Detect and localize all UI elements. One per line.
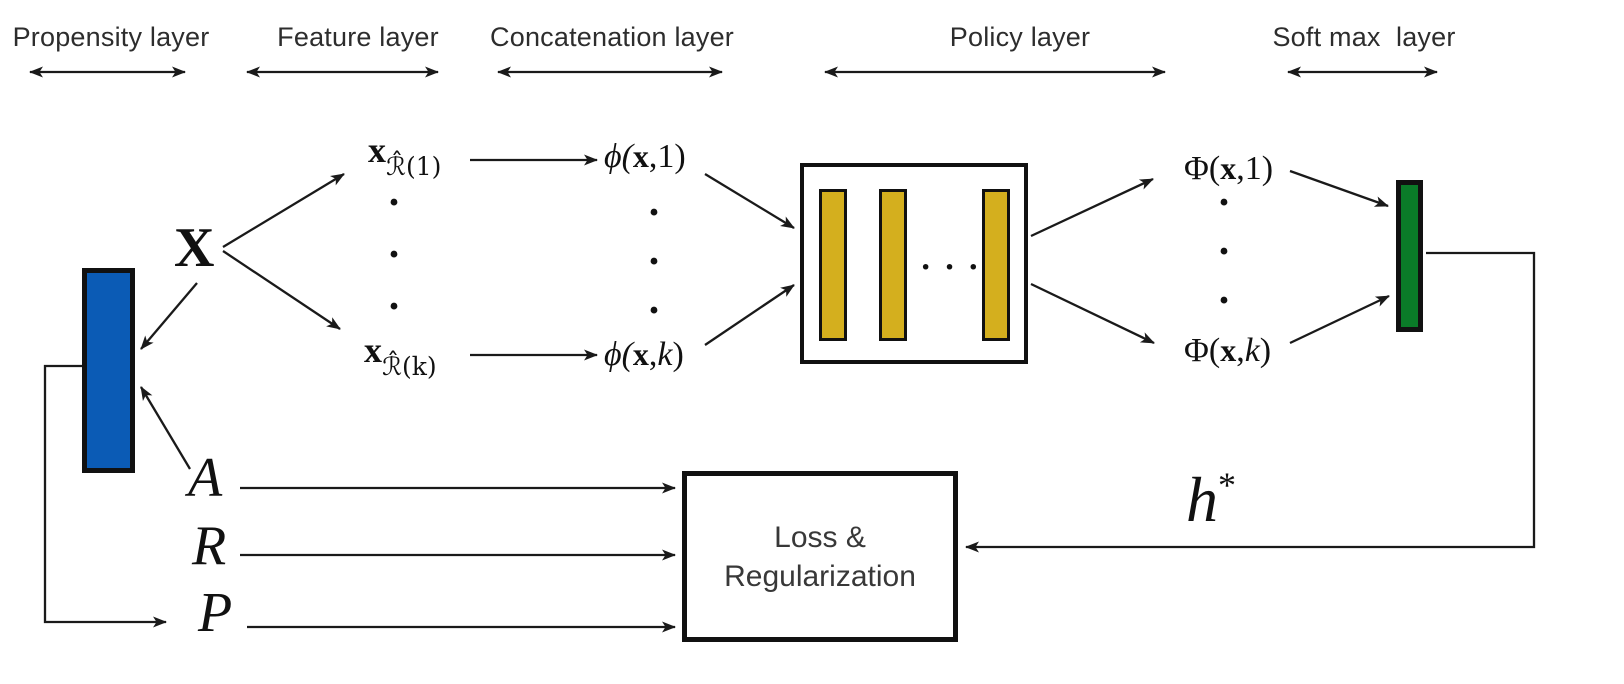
policy-box: · · · [800, 163, 1028, 364]
concatenation-layer-label: Concatenation layer [490, 22, 734, 52]
policy-ellipsis: · · · [920, 249, 982, 286]
propensity-score-label: P [198, 582, 233, 644]
loss-box: Loss & Regularization [682, 471, 958, 642]
softmax-box [1396, 180, 1423, 332]
feature-vector-k-sub: ℛ̂(k) [382, 352, 437, 381]
policy-output-ellipsis: ··· [1216, 180, 1231, 324]
loss-box-line2: Regularization [724, 559, 916, 593]
arrow-x-to-feature-bottom [222, 250, 341, 330]
reward-label: R [192, 515, 227, 577]
arrow-propensity-to-p [43, 364, 167, 628]
policy-bar [879, 189, 907, 341]
feature-vector-1-base: x [368, 130, 386, 170]
concat-node-1: ϕ(x,1) [604, 138, 686, 175]
policy-bar [982, 189, 1010, 341]
arrow-concat-top-to-policy [704, 173, 795, 229]
propensity-layer-label: Propensity layer [12, 22, 210, 52]
feature-vector-k-base: x [364, 330, 382, 370]
policy-output-node-k: Φ(x,k) [1184, 332, 1272, 369]
arrow-x-to-feature-top [222, 173, 345, 248]
action-label: A [188, 447, 223, 509]
feature-vector-1: xℛ̂(1) [368, 130, 441, 179]
arrow-policy-to-phi-bottom [1030, 282, 1155, 345]
concat-node-k: ϕ(x,k) [604, 336, 684, 373]
concat-ellipsis: ··· [646, 190, 661, 334]
policy-hstar-label: h* [1186, 464, 1236, 535]
feature-vector-1-sub: ℛ̂(1) [386, 152, 442, 181]
input-x-label: X [174, 217, 215, 279]
arrow-x-to-propensity-box [140, 282, 198, 350]
policy-bar [819, 189, 847, 341]
arrow-policy-to-phi-top [1030, 177, 1154, 238]
arrow-phi-top-to-softmax [1289, 169, 1389, 208]
arrow-a-to-propensity-box [140, 386, 191, 470]
arrow-concat-bottom-to-policy [704, 284, 795, 346]
feature-vector-k: xℛ̂(k) [364, 330, 437, 379]
loss-box-line1: Loss & [774, 520, 866, 554]
arrow-phi-bottom-to-softmax [1289, 294, 1390, 345]
arrow-hstar-to-loss [965, 251, 1536, 553]
propensity-box [82, 268, 135, 473]
feature-layer-label: Feature layer [277, 22, 439, 52]
policy-layer-label: Policy layer [949, 22, 1091, 52]
policy-output-node-1: Φ(x,1) [1184, 150, 1274, 187]
softmax-layer-label: Soft max layer [1272, 22, 1456, 52]
feature-ellipsis: ··· [386, 180, 401, 330]
